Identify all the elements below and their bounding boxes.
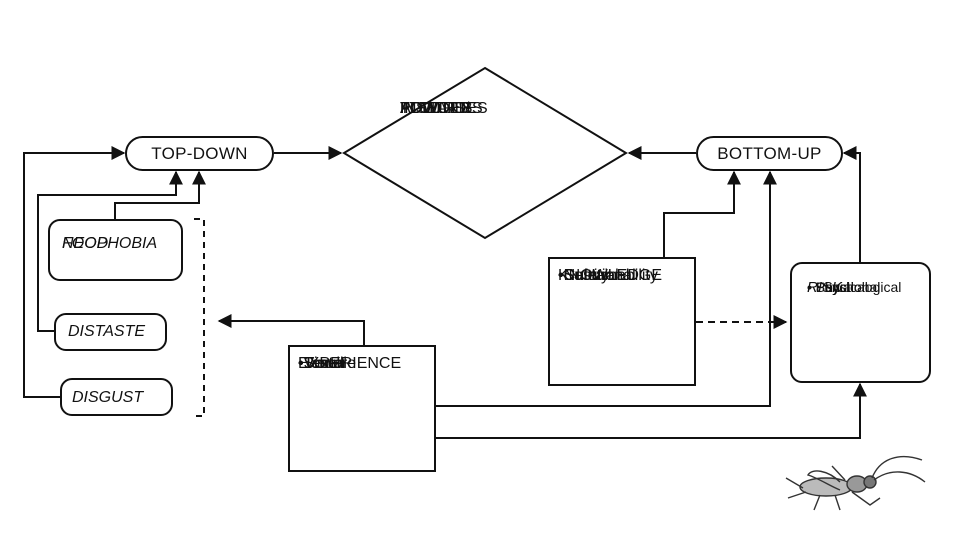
top-down-node: TOP-DOWN — [125, 136, 274, 171]
top-down-label: TOP-DOWN — [151, 143, 248, 163]
bottom-up-label: BOTTOM-UP — [717, 143, 822, 163]
risk-title: RISK — [807, 279, 843, 296]
knowledge-item: •Nutritional — [558, 267, 636, 284]
attitudes-line: POWDERS — [400, 100, 483, 117]
risk-item: • Social — [807, 279, 854, 295]
bottom-up-node: BOTTOM-UP — [696, 136, 843, 171]
food-neophobia-line: NEOPHOBIA — [62, 235, 158, 252]
dashed-bracket — [194, 218, 205, 417]
knowledge-item: •Cultural — [558, 267, 619, 284]
experience-item: •Taste — [298, 355, 342, 372]
experience-item: •Texture — [298, 355, 357, 372]
distaste-label: DISTASTE — [68, 323, 146, 340]
cricket-icon — [785, 455, 926, 511]
knowledge-node: KNOWLEDGE •Sustainability •Cultural •Nut… — [548, 257, 696, 386]
distaste-node: DISTASTE — [54, 313, 167, 351]
attitudes-line: TOWARD — [400, 100, 471, 117]
arrow-experience-to-topdown-factors — [217, 314, 365, 345]
experience-item: •Smell — [298, 355, 344, 372]
attitudes-line: INSECT'S — [400, 100, 473, 117]
food-neophobia-node: FOOD NEOPHOBIA — [48, 219, 183, 281]
experience-node: EXPERIENCE •Visual •Taste •Texture •Smel… — [288, 345, 436, 472]
risk-item: • Physical — [807, 279, 868, 295]
disgust-node: DISGUST — [60, 378, 173, 416]
experience-title: EXPERIENCE — [298, 355, 402, 372]
arrow-neophobia-to-topdown — [114, 170, 206, 219]
risk-node: RISK • Functional • Social • Physical • … — [790, 262, 931, 383]
arrow-experience-to-risk — [436, 382, 867, 439]
arrow-disgust-to-topdown — [23, 146, 126, 398]
attitudes-diamond — [342, 66, 628, 240]
knowledge-item: •Safety — [558, 267, 609, 284]
knowledge-title: KNOWLEDGE — [558, 267, 663, 284]
arrow-risk-to-bottomup — [842, 146, 861, 262]
attitudes-line: ATTITUDES — [400, 100, 488, 117]
risk-item: • Psychological — [807, 279, 902, 295]
risk-item: • Functional — [807, 279, 881, 295]
arrow-distaste-to-topdown — [37, 170, 183, 332]
food-neophobia-line: FOOD — [62, 235, 109, 252]
arrow-experience-to-bottomup — [436, 170, 777, 407]
disgust-label: DISGUST — [72, 389, 144, 406]
knowledge-item: •Sustainability — [558, 267, 658, 284]
attitudes-line: FLOURS/ — [400, 100, 470, 117]
arrow-knowledge-to-bottomup — [663, 170, 741, 257]
experience-item: •Visual — [298, 355, 347, 372]
